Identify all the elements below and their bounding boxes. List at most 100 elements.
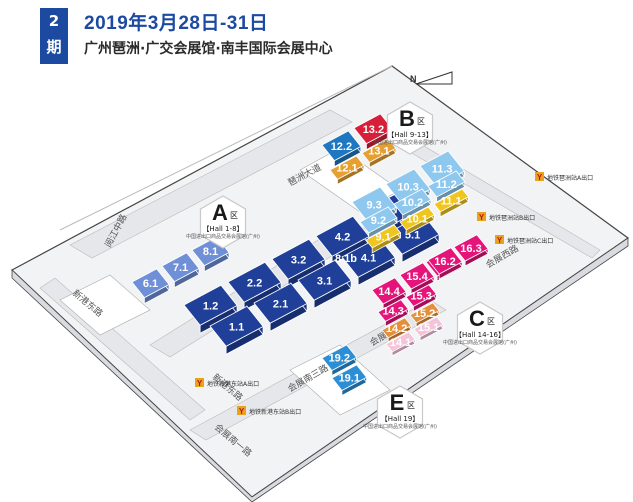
hall-top-face: [377, 299, 409, 322]
hall-11-2[interactable]: 11.2: [427, 169, 466, 203]
hall-number: 10.2: [402, 197, 423, 209]
zone-letter: B: [399, 106, 415, 131]
hall-number: 15.2: [414, 308, 435, 320]
hall-number: 3.2: [291, 254, 306, 266]
zone-badge-hexagon: [386, 101, 434, 155]
hall-7-1[interactable]: 7.1: [161, 251, 200, 289]
metro-glyph-icon: Y: [497, 236, 503, 245]
hall-12-1[interactable]: 12.1: [329, 154, 365, 186]
phase-label: 期: [46, 38, 62, 56]
hall-top-face: [453, 234, 489, 262]
metro-icon: [495, 235, 504, 244]
hall-top-face: [427, 170, 466, 198]
hall-top-face: [381, 317, 412, 339]
metro-exit-label: 地铁新港东站B出口: [249, 408, 301, 416]
zone-qu: 区: [417, 117, 425, 126]
hall-6-1[interactable]: 6.1: [131, 267, 170, 305]
hall-14-3[interactable]: 14.3: [377, 298, 409, 328]
hall-number: 4.1: [361, 252, 376, 264]
hall-16-3[interactable]: 16.3: [453, 233, 489, 267]
metro-glyph-icon: Y: [537, 173, 543, 182]
hall-number: 11.3: [432, 164, 453, 176]
hall-19-2[interactable]: 19.2: [321, 343, 358, 377]
hall-2-1[interactable]: 2.1: [253, 282, 308, 332]
hall-4-2[interactable]: 4.2: [315, 215, 370, 265]
zone-venue-small: 中国进出口商品交易会展馆(广州): [186, 233, 260, 240]
hall-top-face: [433, 188, 469, 213]
zone-letter: A: [212, 200, 228, 225]
hall-10-2[interactable]: 10.2: [393, 187, 432, 221]
hall-15-4[interactable]: 15.4: [399, 261, 435, 295]
hall-14-1[interactable]: 14.1: [385, 330, 416, 357]
zone-venue-small: 中国进出口商品交易会展馆(广州): [363, 423, 437, 430]
hall-top-face: [419, 150, 465, 187]
map-ground-edge: [11, 237, 629, 502]
hall-top-face: [365, 224, 401, 249]
hall-number: 13.1: [368, 146, 389, 158]
hall-9-1[interactable]: 9.1: [365, 223, 401, 254]
hall-number: 14.2: [386, 323, 407, 335]
hall-top-face: [385, 331, 416, 353]
road-north: [69, 109, 353, 259]
hall-number: 3.1: [317, 275, 332, 287]
hall-number: 16.2: [434, 256, 455, 268]
zone-qu: 区: [407, 401, 415, 410]
hall-16-2[interactable]: 16.2: [427, 246, 463, 280]
hall-top-face: [321, 130, 362, 162]
hall-number: 12.2: [331, 141, 352, 153]
halls-layer[interactable]: 6.17.18.11.22.23.24.25.21.12.13.14.15.11…: [131, 112, 489, 397]
hall-8-1b[interactable]: 8.1b: [335, 253, 357, 265]
hall-11-1[interactable]: 11.1: [433, 187, 469, 218]
hall-top-face: [393, 188, 432, 216]
hall-3-1[interactable]: 3.1: [297, 259, 352, 309]
hall-number: 10.1: [406, 213, 427, 225]
page-header: 2 期 2019年3月28日-31日 广州琶洲·广交会展馆·南丰国际会展中心: [0, 0, 633, 70]
hall-number: 8.1b: [335, 253, 357, 265]
hall-top-face: [361, 138, 397, 163]
hall-15-2[interactable]: 15.2: [409, 301, 440, 328]
compass: N: [410, 71, 453, 85]
metro-icon: [535, 172, 544, 181]
hall-top-face: [253, 282, 308, 324]
metro-exit-1[interactable]: Y 地铁琶洲站A出口: [535, 172, 593, 182]
hall-12-2[interactable]: 12.2: [321, 129, 362, 168]
hall-14-2[interactable]: 14.2: [381, 316, 412, 343]
hall-10-1[interactable]: 10.1: [399, 205, 435, 236]
hall-top-face: [413, 316, 444, 338]
hall-2-2[interactable]: 2.2: [227, 261, 282, 311]
hall-top-face: [321, 344, 358, 371]
hall-19-1[interactable]: 19.1: [331, 363, 368, 397]
hall-number: 15.3: [410, 291, 431, 303]
hall-top-face: [227, 261, 282, 303]
hall-top-face: [331, 364, 368, 391]
hall-number: 15.4: [406, 271, 428, 283]
hall-15-3[interactable]: 15.3: [405, 283, 437, 313]
hall-top-face: [271, 238, 326, 280]
hall-number: 11.2: [436, 179, 457, 191]
hall-top-face: [131, 268, 170, 299]
hall-number: 14.3: [382, 306, 403, 318]
hall-3-2[interactable]: 3.2: [271, 238, 326, 288]
hall-1-1[interactable]: 1.1: [209, 305, 264, 355]
hall-number: 15.1: [418, 322, 439, 334]
hall-top-face: [329, 155, 365, 180]
metro-exit-label: 地铁新港东站A出口: [207, 380, 259, 388]
hall-number: 19.1: [339, 373, 360, 385]
hall-15-1[interactable]: 15.1: [413, 315, 444, 342]
hall-9-2[interactable]: 9.2: [359, 205, 398, 239]
metro-exit-label: 地铁琶洲站A出口: [547, 174, 593, 182]
hall-top-face: [161, 252, 200, 283]
hall-top-face: [405, 284, 437, 307]
hall-number: 1.2: [203, 300, 218, 312]
